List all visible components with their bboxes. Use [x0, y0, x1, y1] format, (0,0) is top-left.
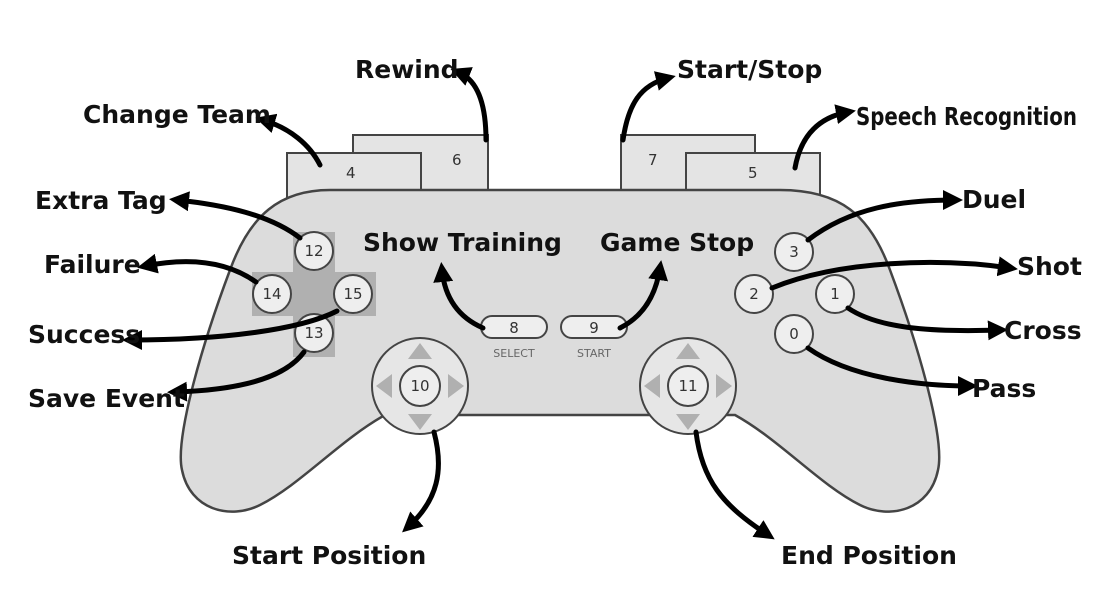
start-button: 9 START — [560, 315, 628, 360]
button-1: 1 — [815, 274, 855, 314]
button-10-label: 10 — [410, 377, 429, 395]
left-analog-stick: 10 — [371, 337, 469, 435]
button-15-label: 15 — [343, 285, 362, 303]
right-analog-stick: 11 — [639, 337, 737, 435]
button-11-label: 11 — [678, 377, 697, 395]
button-3-label: 3 — [789, 243, 799, 261]
button-1-label: 1 — [830, 285, 840, 303]
button-0-label: 0 — [789, 325, 799, 343]
arrow-extra-tag — [169, 191, 303, 241]
label-extra-tag: Extra Tag — [35, 186, 167, 215]
button-5-label: 5 — [748, 164, 758, 182]
button-2: 2 — [734, 274, 774, 314]
button-2-label: 2 — [749, 285, 759, 303]
arrow-start-position — [402, 429, 441, 533]
button-13-label: 13 — [304, 324, 323, 342]
arrow-save-event — [167, 349, 307, 402]
label-duel: Duel — [962, 185, 1026, 214]
label-end-position: End Position — [781, 541, 957, 570]
start-caption: START — [577, 347, 611, 360]
arrow-speech-recognition — [792, 104, 856, 171]
label-start-stop: Start/Stop — [677, 55, 822, 84]
button-7-label: 7 — [648, 151, 658, 169]
button-12: 12 — [294, 231, 334, 271]
label-change-team: Change Team — [83, 100, 271, 129]
button-9-label: 9 — [589, 319, 599, 337]
arrow-change-team — [255, 113, 323, 168]
button-8-label: 8 — [509, 319, 519, 337]
button-3: 3 — [774, 232, 814, 272]
label-success: Success — [28, 320, 140, 349]
label-shot: Shot — [1017, 252, 1082, 281]
select-caption: SELECT — [493, 347, 535, 360]
label-failure: Failure — [44, 250, 141, 279]
button-12-label: 12 — [304, 242, 323, 260]
label-speech-recognition: Speech Recognition — [856, 102, 1077, 131]
button-6-label: 6 — [452, 151, 462, 169]
button-15: 15 — [333, 274, 373, 314]
label-rewind: Rewind — [355, 55, 459, 84]
button-4-label: 4 — [346, 164, 356, 182]
button-14: 14 — [252, 274, 292, 314]
arrow-end-position — [693, 429, 775, 540]
label-cross: Cross — [1004, 316, 1082, 345]
label-pass: Pass — [972, 374, 1036, 403]
arrow-success — [122, 308, 340, 350]
arrow-duel — [805, 190, 963, 243]
button-14-label: 14 — [262, 285, 281, 303]
arrow-start-stop — [620, 71, 676, 143]
label-save-event: Save Event — [28, 384, 185, 413]
arrow-shot — [769, 256, 1018, 291]
arrow-pass — [805, 345, 978, 396]
controller-body — [179, 188, 941, 513]
button-0: 0 — [774, 314, 814, 354]
label-show-training: Show Training — [363, 228, 562, 257]
select-button: 8 SELECT — [480, 315, 548, 360]
arrow-show-training — [433, 262, 486, 331]
label-game-stop: Game Stop — [600, 228, 754, 257]
label-start-position: Start Position — [232, 541, 426, 570]
arrow-game-stop — [617, 260, 669, 331]
arrow-cross — [845, 305, 1008, 341]
arrow-rewind — [450, 67, 489, 143]
arrow-failure — [137, 253, 259, 285]
